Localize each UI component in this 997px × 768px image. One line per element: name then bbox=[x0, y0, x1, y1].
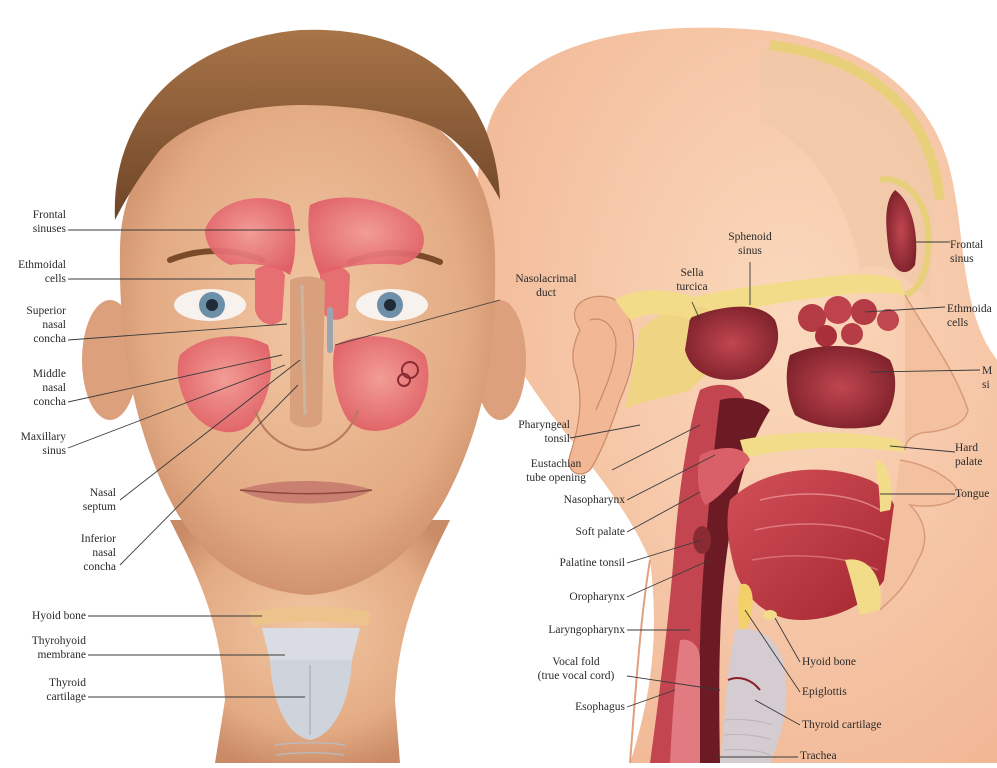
label-ethmoidal-cells-side: Ethmoida cells bbox=[947, 302, 997, 330]
label-frontal-sinus-side: Frontal sinus bbox=[950, 238, 996, 266]
label-nasopharynx: Nasopharynx bbox=[510, 493, 625, 507]
label-thyrohyoid-membrane: Thyrohyoid membrane bbox=[0, 634, 86, 662]
label-pharyngeal-tonsil: Pharyngeal tonsil bbox=[490, 418, 570, 446]
label-line: septum bbox=[50, 500, 116, 514]
label-line: tube opening bbox=[500, 471, 612, 485]
label-line: Laryngopharynx bbox=[510, 623, 625, 637]
label-thyroid-cartilage-side: Thyroid cartilage bbox=[802, 718, 922, 732]
label-line: Nasolacrimal bbox=[500, 272, 592, 286]
label-line: Nasal bbox=[50, 486, 116, 500]
label-line: Oropharynx bbox=[510, 590, 625, 604]
label-line: Thyrohyoid bbox=[0, 634, 86, 648]
label-eustachian-tube-opening: Eustachian tube opening bbox=[500, 457, 612, 485]
label-line: Hyoid bone bbox=[802, 655, 902, 669]
label-line: concha bbox=[0, 395, 66, 409]
label-line: si bbox=[982, 378, 997, 392]
label-line: M bbox=[982, 364, 997, 378]
label-superior-nasal-concha: Superior nasal concha bbox=[0, 304, 66, 346]
label-line: cells bbox=[0, 272, 66, 286]
label-hyoid-bone-side: Hyoid bone bbox=[802, 655, 902, 669]
label-sella-turcica: Sella turcica bbox=[664, 266, 720, 294]
label-inferior-nasal-concha: Inferior nasal concha bbox=[50, 532, 116, 574]
label-line: membrane bbox=[0, 648, 86, 662]
label-line: sinus bbox=[950, 252, 996, 266]
label-line: nasal bbox=[0, 318, 66, 332]
label-line: duct bbox=[500, 286, 592, 300]
label-line: turcica bbox=[664, 280, 720, 294]
label-line: Palatine tonsil bbox=[510, 556, 625, 570]
label-line: (true vocal cord) bbox=[524, 669, 628, 683]
label-soft-palate: Soft palate bbox=[510, 525, 625, 539]
label-middle-nasal-concha: Middle nasal concha bbox=[0, 367, 66, 409]
label-line: Frontal bbox=[0, 208, 66, 222]
label-line: cartilage bbox=[0, 690, 86, 704]
label-sphenoid-sinus: Sphenoid sinus bbox=[716, 230, 784, 258]
label-epiglottis: Epiglottis bbox=[802, 685, 902, 699]
label-line: palate bbox=[955, 455, 995, 469]
label-esophagus: Esophagus bbox=[510, 700, 625, 714]
label-line: Epiglottis bbox=[802, 685, 902, 699]
label-line: concha bbox=[50, 560, 116, 574]
label-line: sinus bbox=[0, 444, 66, 458]
frontal-face bbox=[82, 30, 526, 763]
label-line: Vocal fold bbox=[524, 655, 628, 669]
label-line: Maxillary bbox=[0, 430, 66, 444]
sagittal-head bbox=[476, 28, 997, 763]
label-nasal-septum: Nasal septum bbox=[50, 486, 116, 514]
label-line: Eustachian bbox=[500, 457, 612, 471]
label-frontal-sinuses: Frontal sinuses bbox=[0, 208, 66, 236]
label-line: sinuses bbox=[0, 222, 66, 236]
label-line: Hyoid bone bbox=[0, 609, 86, 623]
label-line: Sphenoid bbox=[716, 230, 784, 244]
label-tongue: Tongue bbox=[955, 487, 997, 501]
label-trachea: Trachea bbox=[800, 749, 880, 763]
label-line: sinus bbox=[716, 244, 784, 258]
label-line: Esophagus bbox=[510, 700, 625, 714]
label-line: Superior bbox=[0, 304, 66, 318]
label-line: Thyroid cartilage bbox=[802, 718, 922, 732]
label-nasolacrimal-duct: Nasolacrimal duct bbox=[500, 272, 592, 300]
label-line: cells bbox=[947, 316, 997, 330]
label-palatine-tonsil: Palatine tonsil bbox=[510, 556, 625, 570]
label-maxillary-sinus: Maxillary sinus bbox=[0, 430, 66, 458]
label-vocal-fold: Vocal fold (true vocal cord) bbox=[524, 655, 628, 683]
label-line: tonsil bbox=[490, 432, 570, 446]
label-line: Frontal bbox=[950, 238, 996, 252]
label-thyroid-cartilage-front: Thyroid cartilage bbox=[0, 676, 86, 704]
label-hyoid-bone-front: Hyoid bone bbox=[0, 609, 86, 623]
label-line: concha bbox=[0, 332, 66, 346]
label-line: Pharyngeal bbox=[490, 418, 570, 432]
label-line: Middle bbox=[0, 367, 66, 381]
label-maxillary-sinus-side: M si bbox=[982, 364, 997, 392]
label-line: Tongue bbox=[955, 487, 997, 501]
label-line: nasal bbox=[50, 546, 116, 560]
label-line: Nasopharynx bbox=[510, 493, 625, 507]
label-line: Ethmoida bbox=[947, 302, 997, 316]
label-line: Sella bbox=[664, 266, 720, 280]
label-line: nasal bbox=[0, 381, 66, 395]
label-line: Thyroid bbox=[0, 676, 86, 690]
label-line: Hard bbox=[955, 441, 995, 455]
label-laryngopharynx: Laryngopharynx bbox=[510, 623, 625, 637]
label-ethmoidal-cells: Ethmoidal cells bbox=[0, 258, 66, 286]
label-oropharynx: Oropharynx bbox=[510, 590, 625, 604]
label-line: Soft palate bbox=[510, 525, 625, 539]
label-line: Trachea bbox=[800, 749, 880, 763]
label-line: Ethmoidal bbox=[0, 258, 66, 272]
label-hard-palate: Hard palate bbox=[955, 441, 995, 469]
label-line: Inferior bbox=[50, 532, 116, 546]
